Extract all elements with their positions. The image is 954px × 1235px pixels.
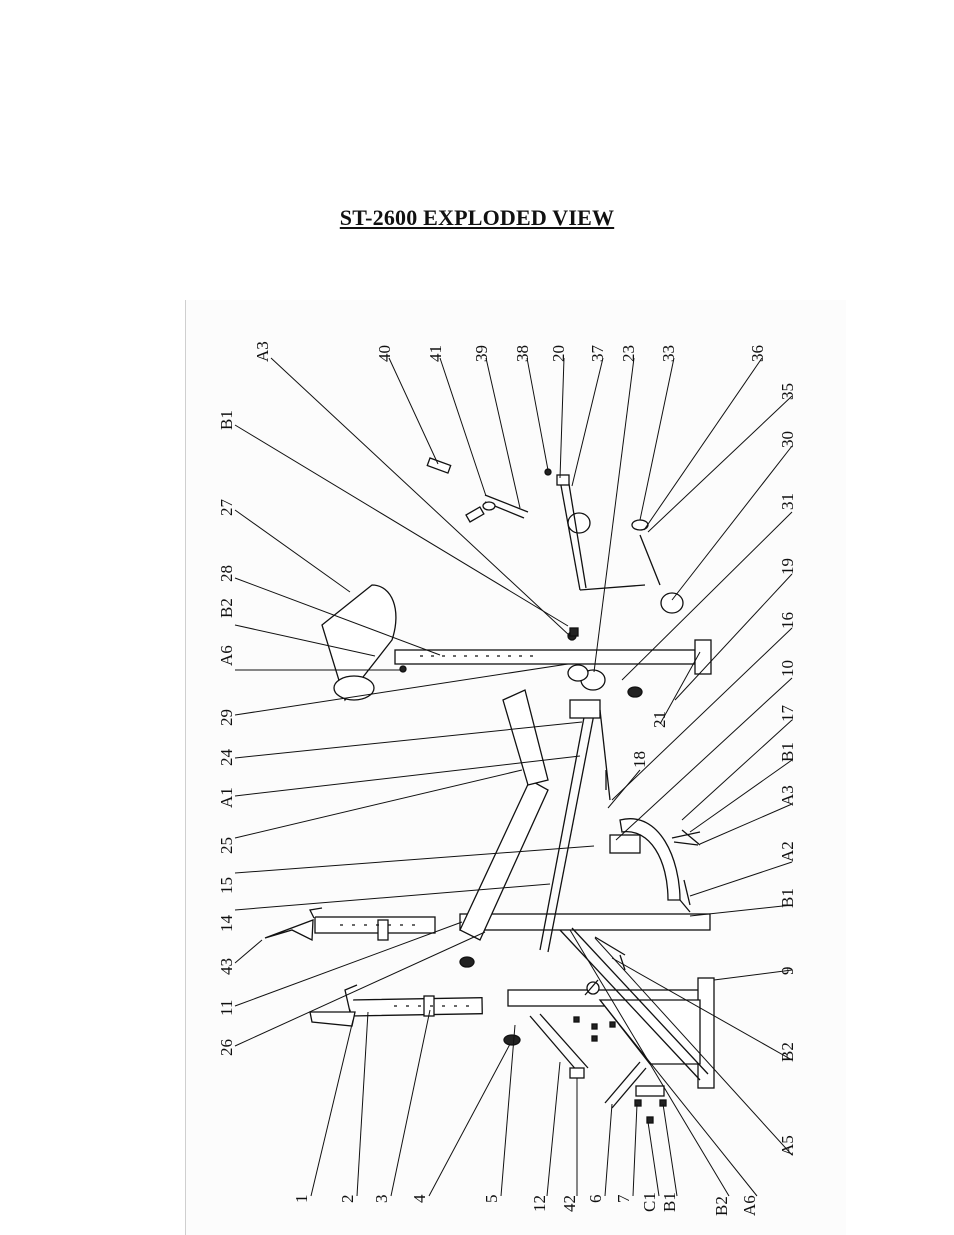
label-21: 21 — [650, 711, 669, 728]
label-9: 9 — [778, 967, 797, 976]
label-40: 40 — [375, 345, 394, 362]
label-33: 33 — [659, 345, 678, 362]
label-43: 43 — [217, 958, 236, 975]
label-17: 17 — [778, 705, 797, 723]
label-20: 20 — [549, 345, 568, 362]
label-7: 7 — [614, 1194, 633, 1203]
label-A1: A1 — [217, 787, 236, 808]
leader-lines — [234, 357, 793, 1197]
labels-right: 35 30 31 19 16 10 17 B1 A3 A2 B1 9 B2 A5 — [778, 383, 797, 1156]
seat-post — [321, 584, 712, 702]
upright-left-43 — [264, 907, 436, 942]
label-29: 29 — [217, 709, 236, 726]
base-frame — [459, 913, 715, 1089]
label-28: 28 — [217, 565, 236, 582]
label-A6: A6 — [217, 645, 236, 666]
label-B1-left: B1 — [217, 410, 236, 430]
label-15: 15 — [217, 877, 236, 894]
foot-bar — [604, 1061, 667, 1124]
upright-left-2 — [309, 984, 483, 1027]
label-B2: B2 — [217, 598, 236, 618]
label-18: 18 — [630, 751, 649, 768]
label-1: 1 — [292, 1195, 311, 1204]
leg-extension-arm — [556, 474, 661, 591]
knobs-and-pins — [459, 686, 643, 1046]
handle-pins — [426, 457, 552, 523]
label-38: 38 — [513, 345, 532, 362]
label-26: 26 — [217, 1039, 236, 1056]
label-2: 2 — [338, 1195, 357, 1204]
label-35: 35 — [778, 383, 797, 400]
diagram-frame — [185, 300, 846, 1235]
label-A3-right: A3 — [778, 785, 797, 806]
label-25: 25 — [217, 837, 236, 854]
rollers — [567, 512, 684, 691]
label-5: 5 — [482, 1195, 501, 1204]
label-16: 16 — [778, 612, 797, 629]
label-A2: A2 — [778, 841, 797, 862]
label-A3-left: A3 — [253, 341, 272, 362]
label-6: 6 — [586, 1195, 605, 1204]
label-12: 12 — [530, 1195, 549, 1212]
back-pad — [459, 689, 549, 941]
label-3: 3 — [372, 1195, 391, 1204]
label-27: 27 — [217, 499, 236, 517]
label-39: 39 — [472, 345, 491, 362]
label-C1: C1 — [640, 1192, 659, 1212]
label-36: 36 — [748, 345, 767, 362]
label-41: 41 — [426, 345, 445, 362]
label-42: 42 — [560, 1195, 579, 1212]
label-B1-right-1: B1 — [778, 742, 797, 762]
label-37: 37 — [588, 345, 607, 363]
label-B2-bottom: B2 — [712, 1196, 731, 1216]
label-A6-bottom: A6 — [740, 1195, 759, 1216]
parts-drawing — [264, 457, 715, 1124]
label-B1-right-2: B1 — [778, 888, 797, 908]
label-19: 19 — [778, 558, 797, 575]
label-14: 14 — [217, 915, 236, 933]
page-title: ST-2600 EXPLODED VIEW — [339, 205, 615, 230]
label-23: 23 — [619, 345, 638, 362]
labels-left-bottom: 1 2 3 4 5 12 42 6 7 C1 B1 B2 A6 — [292, 1192, 759, 1216]
bolts — [569, 627, 701, 971]
label-4: 4 — [410, 1194, 429, 1203]
curved-support — [609, 818, 701, 906]
diagonal-rail — [539, 699, 611, 953]
label-10: 10 — [778, 660, 797, 677]
label-31: 31 — [778, 493, 797, 510]
label-30: 30 — [778, 431, 797, 448]
labels-left-column: 26 11 43 14 15 25 A1 24 29 A6 B2 28 27 B… — [217, 341, 272, 1056]
label-11: 11 — [217, 1000, 236, 1016]
label-24: 24 — [217, 749, 236, 767]
label-B1-bottom: B1 — [660, 1192, 679, 1212]
label-A5: A5 — [778, 1135, 797, 1156]
label-B2-right: B2 — [778, 1042, 797, 1062]
labels-top: 40 41 39 38 20 37 23 33 36 — [375, 345, 767, 363]
